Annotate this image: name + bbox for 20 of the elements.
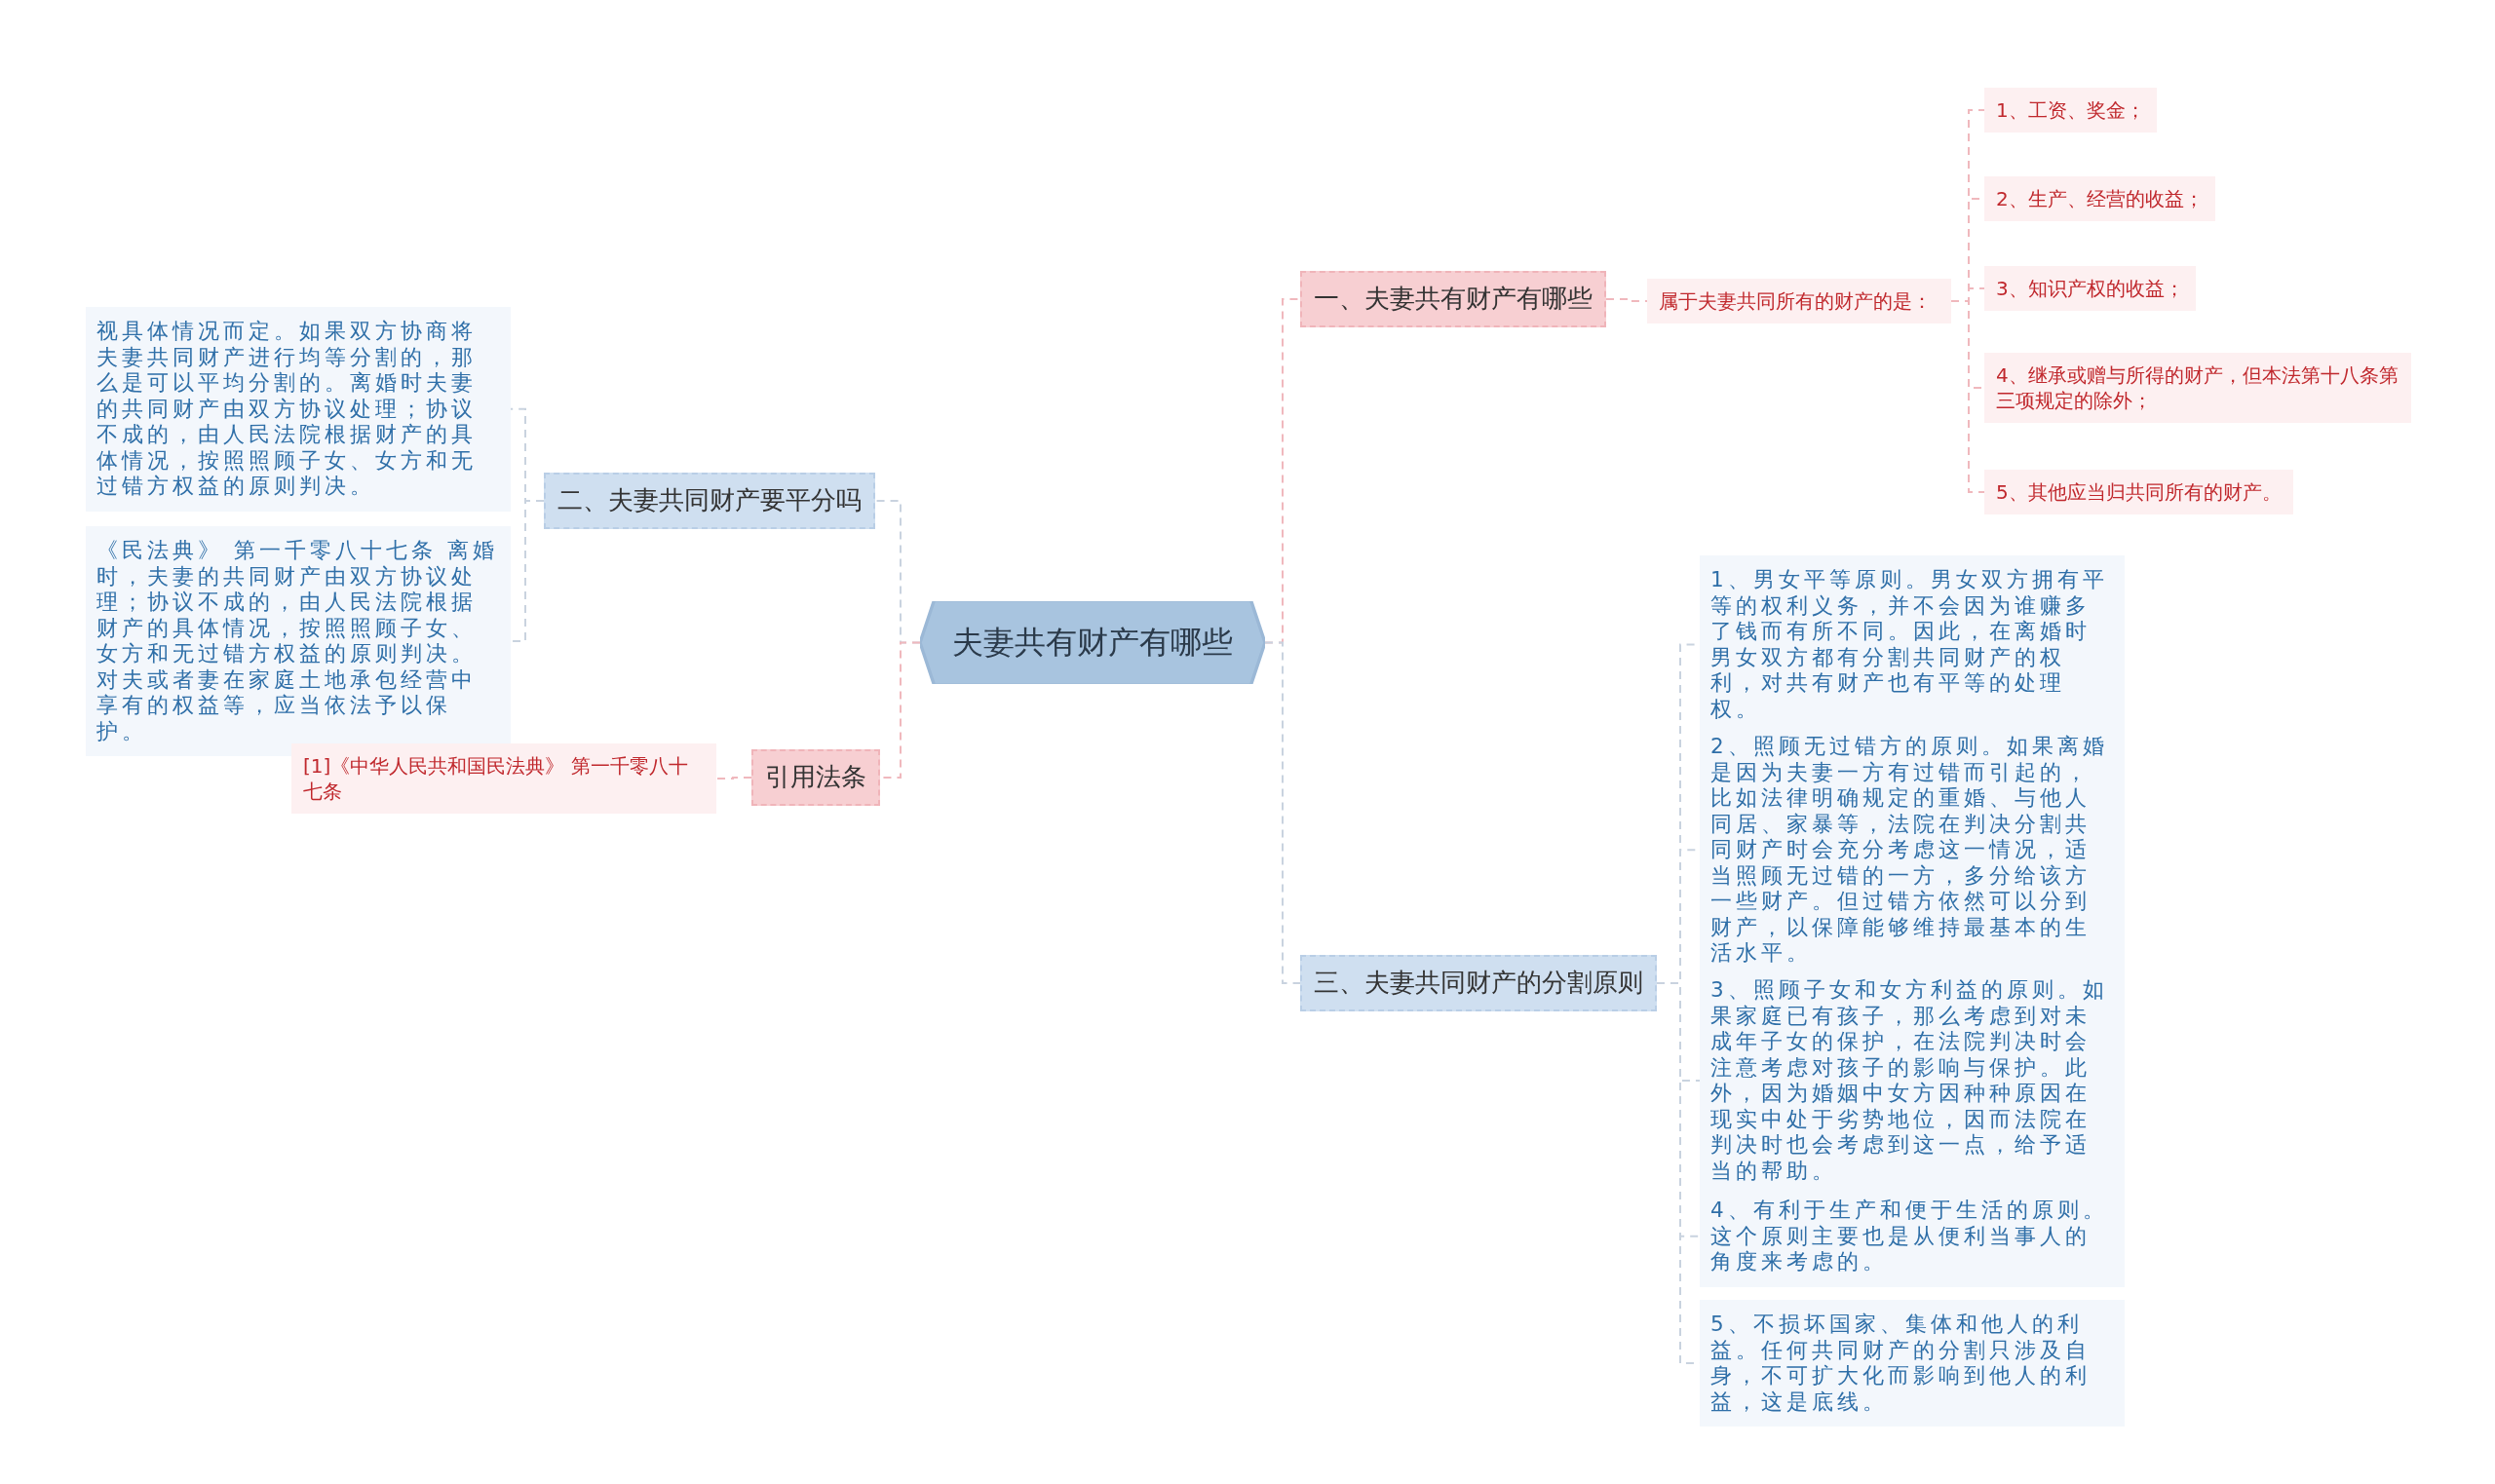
text-card: 《民法典》 第一千零八十七条 离婚时，夫妻的共同财产由双方协议处理；协议不成的，由人民法院根据财产的具体情况，按照照顾子女、女方和无过错方权益的原则判决。对夫或者妻在家庭土地承包经营中享有的权益等，应当依法予以保护。 <box>86 526 511 756</box>
central-topic: 夫妻共有财产有哪些 <box>920 601 1265 684</box>
item-box: 2、生产、经营的收益； <box>1984 176 2215 221</box>
text-card: 5、不损坏国家、集体和他人的利益。任何共同财产的分割只涉及自身，不可扩大化而影响到他人的利益，这是底线。 <box>1700 1300 2125 1427</box>
topic-box: 引用法条 <box>751 749 880 806</box>
item-box: 4、继承或赠与所得的财产，但本法第十八条第三项规定的除外； <box>1984 353 2411 423</box>
text-card: 视具体情况而定。如果双方协商将夫妻共同财产进行均等分割的，那么是可以平均分割的。离婚时夫妻的共同财产由双方协议处理；协议不成的，由人民法院根据财产的具体情况，按照照顾子女、女方和无过错方权益的原则判决。 <box>86 307 511 512</box>
topic-box: 二、夫妻共同财产要平分吗 <box>544 473 875 529</box>
item-box: 5、其他应当归共同所有的财产。 <box>1984 470 2293 514</box>
subtopic-box: 属于夫妻共同所有的财产的是： <box>1647 279 1951 323</box>
topic-box: 三、夫妻共同财产的分割原则 <box>1300 955 1657 1011</box>
topic-box: 一、夫妻共有财产有哪些 <box>1300 271 1606 327</box>
item-box: 1、工资、奖金； <box>1984 88 2157 133</box>
connector-line <box>1605 297 1648 302</box>
item-box: 3、知识产权的收益； <box>1984 266 2196 311</box>
connector-line <box>1264 641 1301 984</box>
connector-line <box>1950 300 1985 493</box>
reference-box: [1]《中华人民共和国民法典》 第一千零八十七条 <box>291 743 716 814</box>
connector-line <box>715 776 752 780</box>
connector-line <box>510 499 545 642</box>
